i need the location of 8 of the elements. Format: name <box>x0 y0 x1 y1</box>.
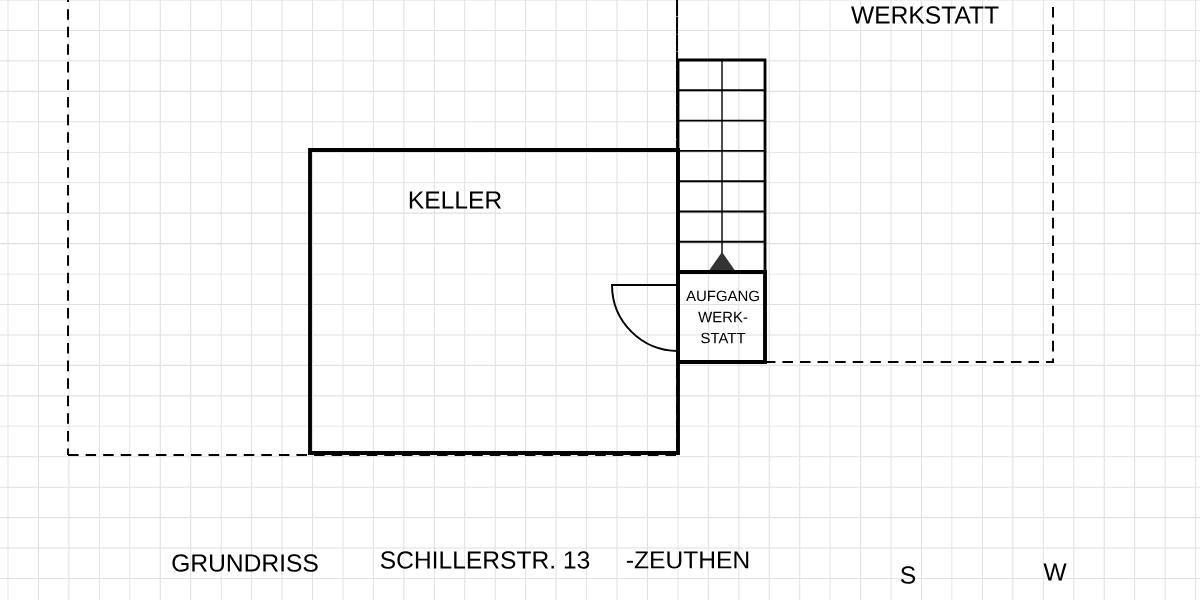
room-box: AUFGANG WERK- STATT <box>676 270 767 364</box>
plan-title: SCHILLERSTR. 13 <box>380 551 590 569</box>
room-box: KELLER <box>308 148 680 455</box>
plan-title: GRUNDRISS <box>172 554 318 572</box>
compass-letter: W <box>1043 563 1067 581</box>
dashed-area-outline <box>67 0 678 456</box>
compass-letter: S <box>900 566 916 584</box>
plan-title: -ZEUTHEN <box>626 551 749 569</box>
